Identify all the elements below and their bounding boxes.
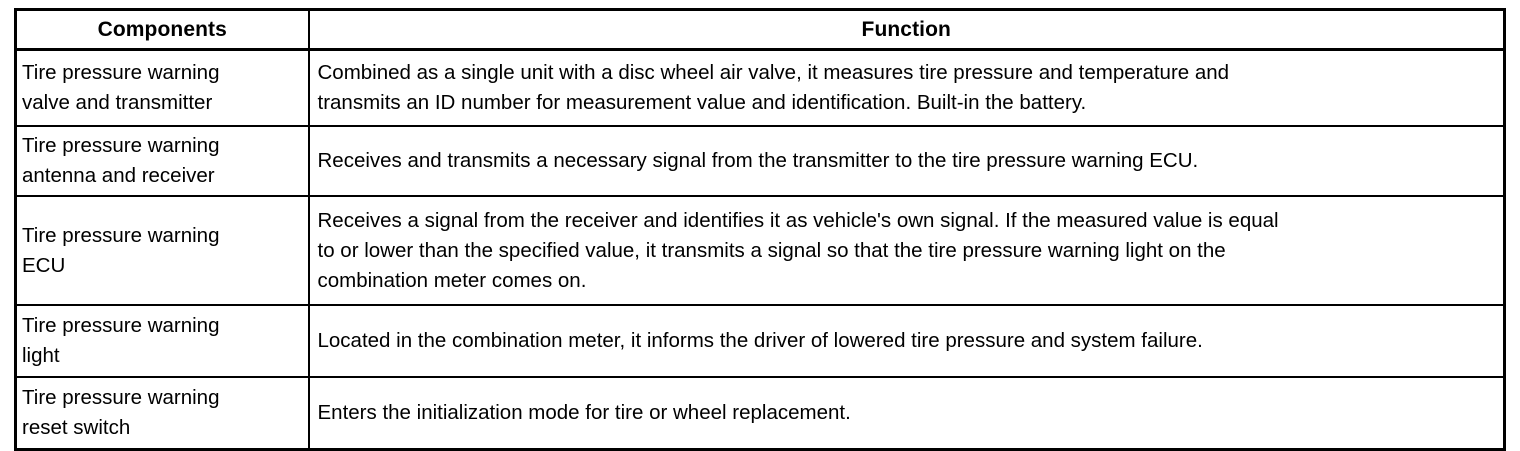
function-line: Located in the combination meter, it inf…: [317, 329, 1203, 352]
component-line: Tire pressure warning: [22, 61, 220, 84]
component-line: valve and transmitter: [22, 91, 213, 114]
table-row: Tire pressure warning light Located in t…: [15, 305, 1505, 378]
cell-component: Tire pressure warning antenna and receiv…: [15, 126, 310, 197]
table-body: Tire pressure warning valve and transmit…: [15, 49, 1505, 450]
cell-function: Receives a signal from the receiver and …: [308, 196, 1505, 306]
table-row: Tire pressure warning antenna and receiv…: [15, 126, 1505, 197]
component-line: ECU: [22, 253, 66, 277]
table-row: Tire pressure warning valve and transmit…: [15, 49, 1505, 127]
function-line: combination meter comes on.: [317, 268, 587, 292]
table-row: Tire pressure warning ECU Receives a sig…: [15, 196, 1505, 306]
function-line: Combined as a single unit with a disc wh…: [317, 61, 1230, 84]
column-header-components: Components: [15, 9, 310, 51]
cell-component: Tire pressure warning light: [15, 305, 310, 378]
component-line: antenna and receiver: [22, 164, 215, 187]
function-line: Enters the initialization mode for tire …: [317, 401, 851, 424]
component-line: light: [22, 344, 60, 367]
cell-function: Enters the initialization mode for tire …: [309, 377, 1505, 450]
components-function-table: Components Function Tire pressure warnin…: [14, 8, 1506, 451]
function-line: transmits an ID number for measurement v…: [317, 91, 1087, 114]
cell-function: Combined as a single unit with a disc wh…: [308, 49, 1505, 127]
cell-component: Tire pressure warning reset switch: [15, 377, 310, 450]
component-line: reset switch: [22, 416, 131, 439]
column-header-function: Function: [308, 9, 1505, 51]
table-header-row: Components Function: [15, 9, 1505, 51]
component-line: Tire pressure warning: [22, 314, 220, 337]
cell-function: Located in the combination meter, it inf…: [308, 305, 1505, 378]
component-line: Tire pressure warning: [22, 386, 220, 409]
cell-component: Tire pressure warning valve and transmit…: [15, 49, 310, 127]
component-line: Tire pressure warning: [22, 223, 220, 247]
function-line: Receives a signal from the receiver and …: [317, 208, 1279, 232]
cell-function: Receives and transmits a necessary signa…: [308, 126, 1505, 197]
table-row: Tire pressure warning reset switch Enter…: [15, 377, 1505, 450]
table-header: Components Function: [15, 9, 1505, 51]
function-line: to or lower than the specified value, it…: [317, 238, 1226, 262]
function-line: Receives and transmits a necessary signa…: [317, 149, 1199, 172]
cell-component: Tire pressure warning ECU: [15, 196, 310, 306]
component-line: Tire pressure warning: [22, 134, 220, 157]
